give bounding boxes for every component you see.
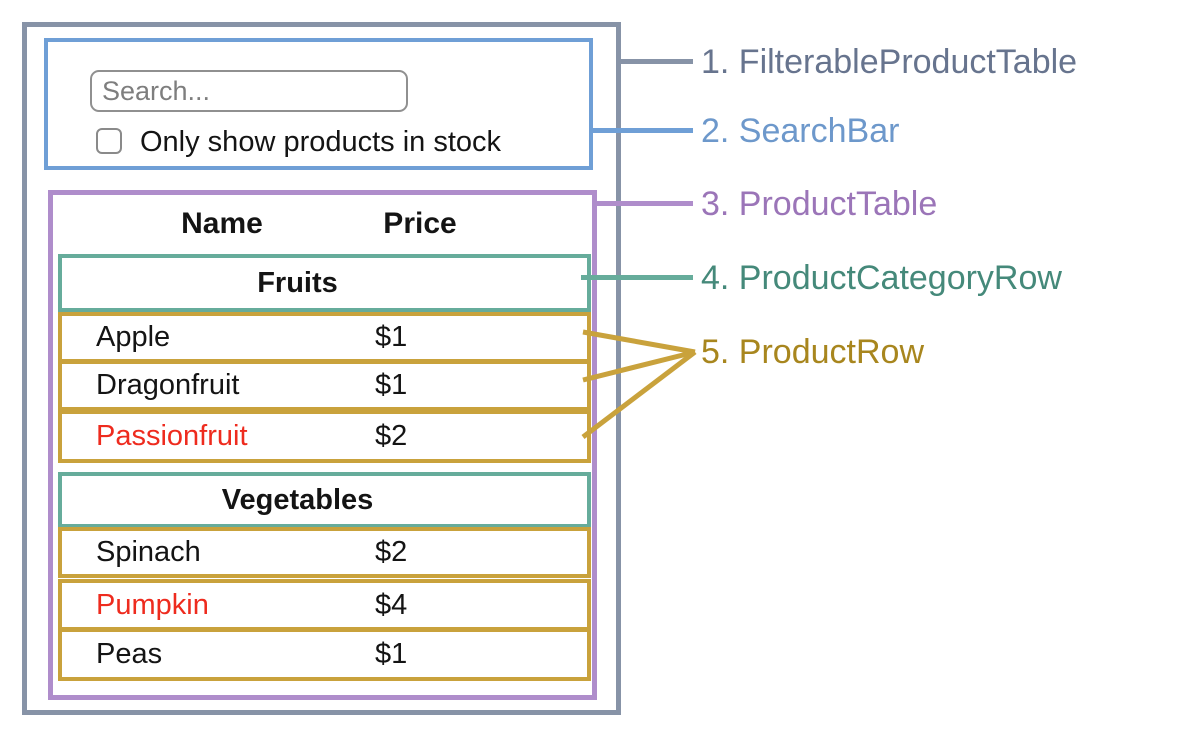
- product-name-out-of-stock: Pumpkin: [96, 588, 209, 621]
- product-price: $2: [375, 420, 408, 452]
- category-label: Fruits: [257, 266, 338, 299]
- connector-line-apple-row: [582, 329, 696, 355]
- product-price: $1: [375, 369, 408, 401]
- product-row-dragonfruit: Dragonfruit $1: [58, 360, 591, 411]
- product-row-peas: Peas $1: [58, 628, 591, 681]
- search-input[interactable]: [90, 70, 408, 112]
- product-row-passionfruit: Passionfruit $2: [58, 410, 591, 463]
- connector-lines-product-rows: [581, 329, 697, 439]
- connector-line-filterable-product-table: [619, 59, 693, 64]
- connector-line-product-table: [595, 201, 693, 206]
- product-name: Dragonfruit: [96, 369, 240, 401]
- connector-line-passionfruit-row: [581, 350, 697, 439]
- category-row-vegetables: Vegetables: [58, 472, 591, 528]
- category-label: Vegetables: [221, 483, 374, 516]
- legend-label-filterable-product-table: 1. FilterableProductTable: [701, 43, 1078, 81]
- product-table-box: Name Price Fruits Apple $1 Dragonfruit $…: [48, 190, 597, 700]
- category-row-fruits: Fruits: [58, 254, 591, 312]
- legend-label-product-row: 5. ProductRow: [701, 333, 924, 371]
- filterable-product-table-box: Only show products in stock Name Price F…: [22, 22, 621, 715]
- search-bar-box: Only show products in stock: [44, 38, 593, 170]
- connector-line-search-bar: [591, 128, 693, 133]
- legend-label-product-category-row: 4. ProductCategoryRow: [701, 259, 1062, 297]
- in-stock-checkbox-label: Only show products in stock: [140, 126, 502, 158]
- in-stock-checkbox[interactable]: [96, 128, 122, 154]
- product-name: Spinach: [96, 536, 201, 568]
- product-name-out-of-stock: Passionfruit: [96, 420, 248, 452]
- product-name: Peas: [96, 638, 163, 670]
- product-row-pumpkin: Pumpkin $4: [58, 579, 591, 631]
- product-row-spinach: Spinach $2: [58, 527, 591, 578]
- column-header-name: Name: [181, 207, 263, 240]
- product-row-apple: Apple $1: [58, 312, 591, 363]
- legend-label-product-table: 3. ProductTable: [701, 185, 938, 223]
- product-price: $1: [375, 638, 408, 670]
- product-price: $1: [375, 321, 408, 353]
- product-name: Apple: [96, 321, 171, 353]
- product-price: $2: [375, 536, 408, 568]
- column-header-price: Price: [383, 207, 457, 240]
- connector-line-dragonfruit-row: [582, 349, 696, 383]
- connector-line-product-category-row: [581, 275, 693, 280]
- legend-label-search-bar: 2. SearchBar: [701, 112, 900, 150]
- product-price: $4: [375, 588, 408, 621]
